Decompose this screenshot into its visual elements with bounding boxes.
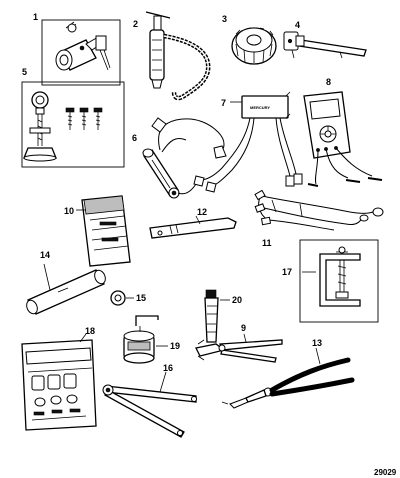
tool-8-multimeter: [303, 91, 383, 187]
tool-19-puller-cylinder: [123, 315, 168, 364]
tool-1-frame: [41, 19, 121, 86]
tool-18-tool-kit-case: [21, 333, 97, 431]
tool-16-spanner-wrench: [102, 371, 197, 438]
callout-numbers: 1 2 3 4 5 6 7 8 9 10 11 12 13 14 15 16 1…: [22, 12, 331, 373]
tool-11-jumper-harness: [254, 189, 384, 231]
harness-label: MERCURY: [250, 105, 270, 110]
callout-16: 16: [163, 363, 173, 373]
callout-14: 14: [40, 250, 50, 260]
callout-20: 20: [232, 295, 242, 305]
tool-4-spanner: [283, 31, 367, 59]
callout-12: 12: [197, 207, 207, 217]
callout-19: 19: [170, 341, 180, 351]
tool-12-flat-bar: [149, 215, 237, 239]
callout-2: 2: [133, 19, 138, 29]
callout-13: 13: [312, 338, 322, 348]
callout-18: 18: [85, 326, 95, 336]
tool-3-filter-wrench: [231, 27, 277, 65]
callout-3: 3: [222, 14, 227, 24]
tool-17-c-clamp: [299, 239, 379, 323]
tool-17-frame: [299, 239, 379, 323]
tool-1-flywheel-puller: [41, 19, 121, 86]
callout-4: 4: [295, 20, 300, 30]
tool-7-test-harness: MERCURY: [193, 91, 303, 193]
callout-8: 8: [326, 77, 331, 87]
callout-15: 15: [136, 293, 146, 303]
tool-5-frame: [21, 81, 125, 168]
tool-13-snap-ring-pliers: [221, 347, 355, 409]
callout-7: 7: [221, 98, 226, 108]
tool-10-ecm-adapter: [76, 195, 131, 267]
tool-15-bushing: [110, 290, 134, 306]
callout-17: 17: [282, 267, 292, 277]
callout-10: 10: [64, 206, 74, 216]
callout-1: 1: [33, 12, 38, 22]
tool-9-hose-clamp-pliers: [195, 333, 283, 363]
callout-6: 6: [132, 133, 137, 143]
tool-6-timing-light: [142, 117, 227, 199]
tool-14-driver-shaft: [26, 263, 106, 315]
tool-20-sealant-tube: [204, 289, 230, 343]
tool-2-oil-pump: [145, 11, 211, 101]
tool-5-lifting-eye-kit: [21, 81, 125, 168]
callout-9: 9: [241, 323, 246, 333]
callout-5: 5: [22, 67, 27, 77]
callout-11: 11: [262, 238, 272, 248]
figure-code: 29029: [374, 468, 397, 477]
